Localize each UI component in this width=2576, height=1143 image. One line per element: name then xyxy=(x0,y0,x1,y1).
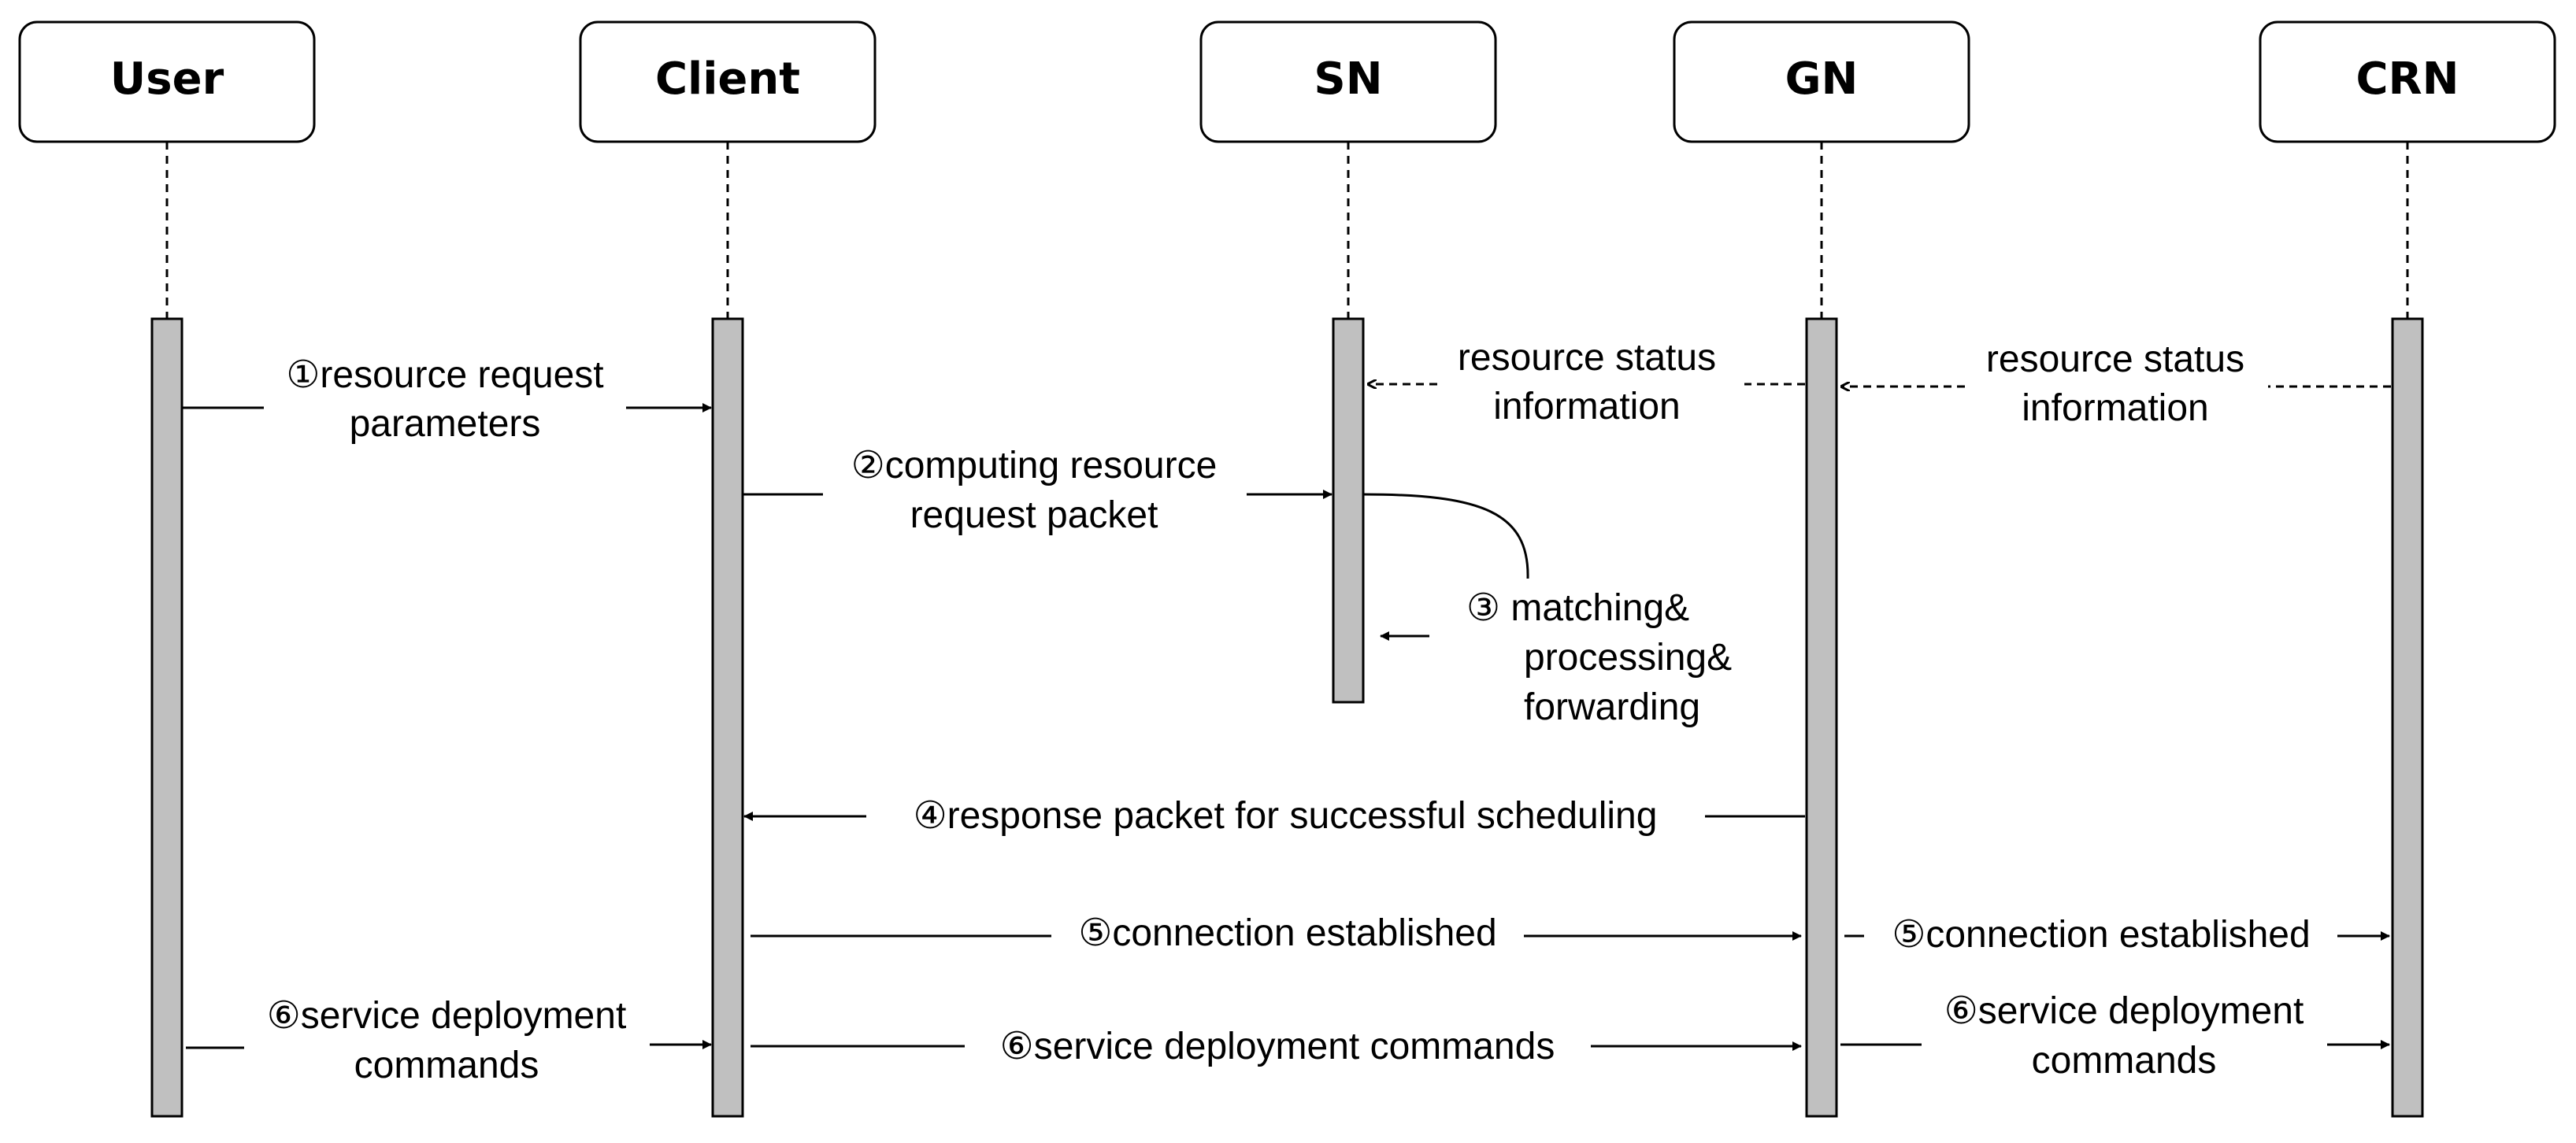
activation-client xyxy=(711,317,744,1118)
status-gn-sn-label-line1: resource status xyxy=(1458,337,1716,379)
actor-crn: CRN xyxy=(2259,20,2556,143)
m6-user-client-label-line2: commands xyxy=(354,1045,539,1086)
m3-loop xyxy=(1362,493,1529,579)
m5-client-gn-label: ⑤connection established xyxy=(1078,912,1496,954)
actor-sn: SN xyxy=(1199,20,1497,143)
activation-crn xyxy=(2391,317,2424,1118)
m4-label: ④response packet for successful scheduli… xyxy=(914,795,1658,837)
status-crn-gn-label-line1: resource status xyxy=(1986,338,2244,380)
m3-label-line2: processing& xyxy=(1524,637,1732,679)
m6-gn-crn-label-line1: ⑥service deployment xyxy=(1944,990,2304,1032)
actor-client-label: Client xyxy=(655,54,800,105)
actor-client: Client xyxy=(579,20,877,143)
m6-user-client-label-line1: ⑥service deployment xyxy=(267,995,627,1037)
m6-client-gn-label: ⑥service deployment commands xyxy=(1000,1026,1555,1067)
status-gn-sn-label-line2: information xyxy=(1493,386,1680,427)
actor-user: User xyxy=(18,20,316,143)
m3-label-line3: forwarding xyxy=(1524,686,1700,728)
m6-gn-crn-label-line2: commands xyxy=(2032,1040,2217,1082)
m2-label-line2: request packet xyxy=(910,494,1158,536)
actor-crn-label: CRN xyxy=(2355,54,2459,105)
actor-gn-label: GN xyxy=(1785,54,1859,105)
activation-sn xyxy=(1332,317,1365,704)
status-crn-gn-label-line2: information xyxy=(2022,387,2208,429)
actor-sn-label: SN xyxy=(1314,54,1382,105)
activation-user xyxy=(150,317,183,1118)
m1-label-line1: ①resource request xyxy=(286,354,603,396)
m2-label-line1: ②computing resource xyxy=(851,445,1218,486)
m5-gn-crn-label: ⑤connection established xyxy=(1892,914,2310,956)
m3-label-line1: ③ matching& xyxy=(1466,587,1689,629)
actor-user-label: User xyxy=(110,54,224,105)
actor-gn: GN xyxy=(1673,20,1970,143)
m1-label-line2: parameters xyxy=(350,403,541,445)
activation-gn xyxy=(1805,317,1838,1118)
